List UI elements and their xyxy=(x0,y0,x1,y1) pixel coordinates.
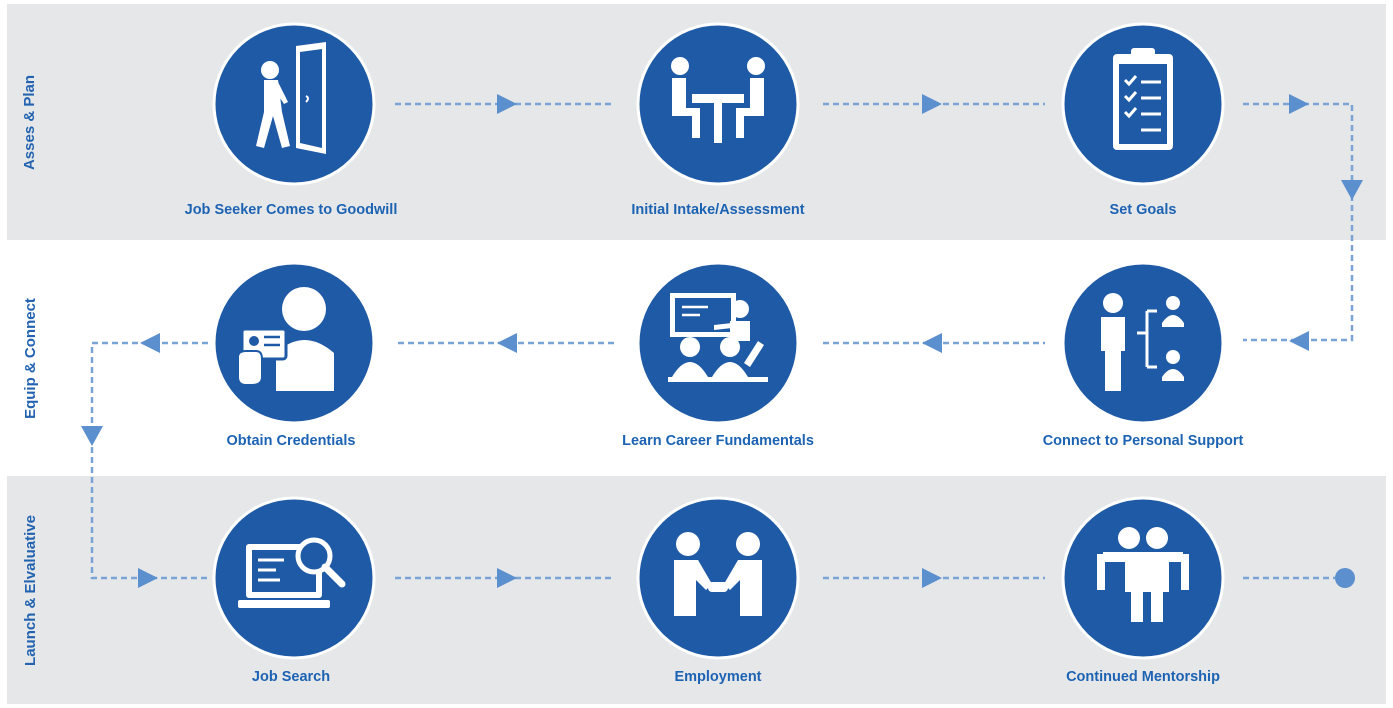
arrow-right-icon xyxy=(1289,94,1309,114)
arrow-right-icon xyxy=(497,568,517,588)
arrow-left-icon xyxy=(497,333,517,353)
classroom-presentation-icon xyxy=(668,293,768,382)
flow-arrowheads xyxy=(81,94,1363,588)
person-entering-door-icon xyxy=(256,42,326,154)
end-point-icon xyxy=(1335,568,1355,588)
step-label-obtain-credentials: Obtain Credentials xyxy=(226,433,356,449)
step-label-set-goals: Set Goals xyxy=(1109,202,1177,218)
step-label-employment: Employment xyxy=(674,669,762,685)
arrow-right-icon xyxy=(497,94,517,114)
handshake-icon xyxy=(674,532,762,616)
support-network-icon xyxy=(1101,293,1184,391)
step-label-learn-career: Learn Career Fundamentals xyxy=(622,433,814,449)
step-label-connect-support: Connect to Personal Support xyxy=(1042,433,1244,449)
connector xyxy=(1243,102,1354,342)
arrow-left-icon xyxy=(140,333,160,353)
arrow-down-icon xyxy=(81,426,103,446)
mentorship-embrace-icon xyxy=(1097,527,1189,622)
arrow-down-icon xyxy=(1341,180,1363,200)
arrow-left-icon xyxy=(922,333,942,353)
connector xyxy=(90,341,208,580)
meeting-at-table-icon xyxy=(671,57,765,143)
step-label-initial-intake: Initial Intake/Assessment xyxy=(631,202,805,218)
id-credential-icon xyxy=(237,287,334,391)
arrow-right-icon xyxy=(922,568,942,588)
step-label-job-search: Job Search xyxy=(251,669,331,685)
clipboard-checklist-icon xyxy=(1113,48,1173,150)
arrow-left-icon xyxy=(1289,331,1309,351)
arrow-right-icon xyxy=(138,568,158,588)
step-label-job-seeker: Job Seeker Comes to Goodwill xyxy=(184,202,398,218)
step-label-continued-mentorship: Continued Mentorship xyxy=(1066,669,1220,685)
laptop-search-icon xyxy=(238,537,346,608)
arrow-right-icon xyxy=(922,94,942,114)
